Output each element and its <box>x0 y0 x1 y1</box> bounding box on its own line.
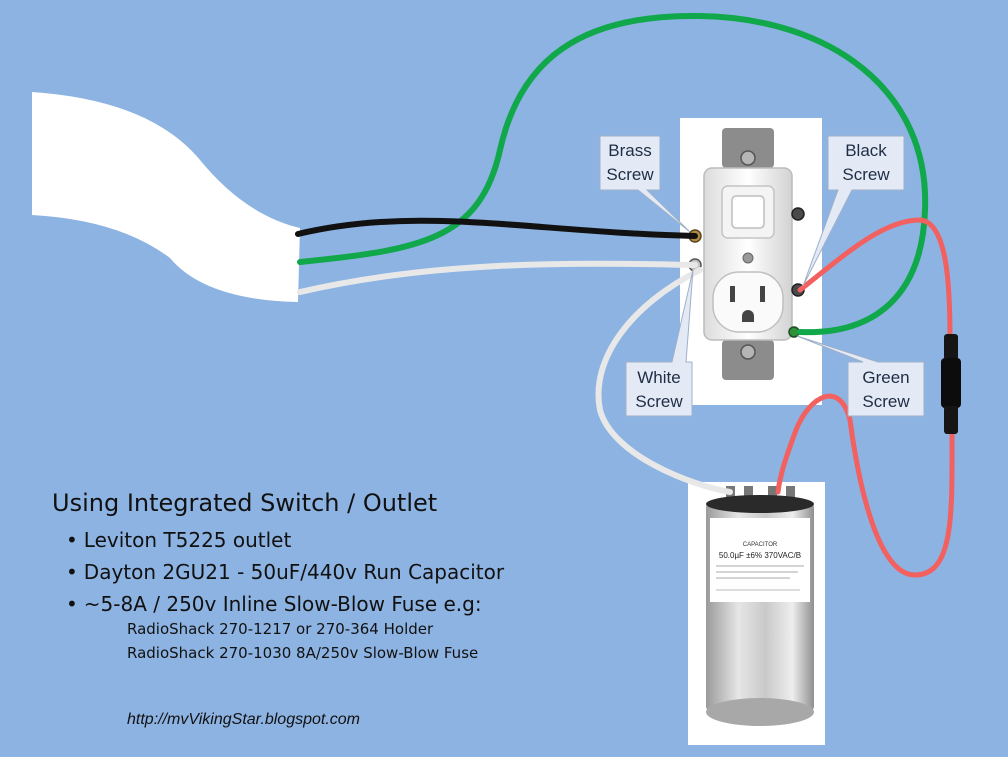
parts-list: Leviton T5225 outlet Dayton 2GU21 - 50uF… <box>66 527 504 623</box>
fuse-holder-note: RadioShack 270-1217 or 270-364 Holder <box>127 620 434 638</box>
inline-fuse-holder <box>941 334 961 434</box>
callout-brass-line1: Brass <box>608 141 651 160</box>
parts-list-item: Leviton T5225 outlet <box>66 527 504 559</box>
callout-green-line2: Screw <box>862 392 910 411</box>
callout-black-line1: Black <box>845 141 887 160</box>
capacitor-label-line2: 50.0µF ±6% 370VAC/B <box>719 551 801 560</box>
green-wire <box>297 12 929 336</box>
white-wire-outlet <box>297 260 698 295</box>
callout-white-line2: Screw <box>635 392 683 411</box>
run-capacitor: CAPACITOR 50.0µF ±6% 370VAC/B <box>706 486 814 726</box>
fuse-note: RadioShack 270-1030 8A/250v Slow-Blow Fu… <box>127 644 479 662</box>
parts-list-item: ~5-8A / 250v Inline Slow-Blow Fuse e.g: <box>66 591 504 623</box>
switch-outlet-device <box>703 128 793 380</box>
callout-black-screw: Black Screw <box>802 135 905 287</box>
notes-title: Using Integrated Switch / Outlet <box>52 489 438 517</box>
callout-white-screw: White Screw <box>625 269 694 417</box>
callout-white-line1: White <box>637 368 680 387</box>
upper-right-screw-icon <box>791 207 805 221</box>
white-wire-capacitor <box>595 267 733 495</box>
callout-brass-line2: Screw <box>606 165 654 184</box>
red-wire-fuse-to-capacitor <box>775 393 955 578</box>
callout-black-line2: Screw <box>842 165 890 184</box>
cable-sheath <box>32 92 300 302</box>
callout-green-screw: Green Screw <box>796 335 925 417</box>
black-wire <box>295 217 698 239</box>
capacitor-label-line1: CAPACITOR <box>743 542 778 548</box>
parts-list-item: Dayton 2GU21 - 50uF/440v Run Capacitor <box>66 559 504 591</box>
callout-brass-screw: Brass Screw <box>599 135 691 233</box>
callout-green-line1: Green <box>862 368 909 387</box>
red-wire-outlet-to-fuse <box>797 217 953 341</box>
blog-url: http://mvVikingStar.blogspot.com <box>127 711 360 728</box>
